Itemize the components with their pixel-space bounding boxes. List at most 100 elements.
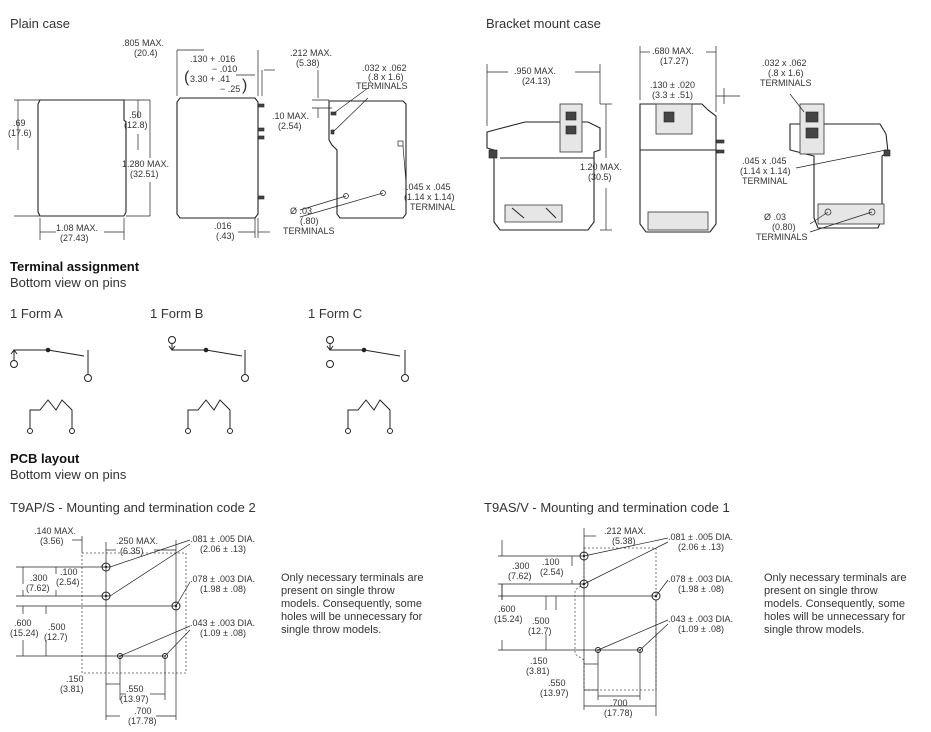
plain-dim-212-mm: (5.38) [296,58,320,68]
pcb-left-dim-550: .550 [126,684,144,694]
pcb-right-dim-700: .700 [610,698,628,708]
form-b-schematic [168,336,249,434]
plain-dim-1280: 1.280 MAX. [122,159,169,169]
t9ap-heading: T9AP/S - Mounting and termination code 2 [10,500,256,515]
bracket-dim-045-mm: (1.14 x 1.14) [740,166,791,176]
form-a-schematic [10,347,92,434]
pcb-right-dim-300: .300 [512,561,530,571]
bracket-dim-03: Ø .03 [764,212,786,222]
plain-dim-1280-mm: (32.51) [130,169,159,179]
pcb-left-dim-600-mm: (15.24) [10,628,39,638]
plain-dim-10: .10 MAX. [272,111,309,121]
plain-case-side-view [176,97,265,219]
pcb-left-dim-078-mm: (1.98 ± .08) [200,584,246,594]
plain-dim-130: .130 + .016 [190,54,235,64]
plain-case-pin-view [328,100,407,219]
bracket-dim-950: .950 MAX. [514,66,556,76]
plain-case-front-view [37,99,127,217]
plain-dim-016-mm: (.43) [216,231,235,241]
pcb-left-dim-081: .081 ± .005 DIA. [190,534,255,544]
plain-dim-10-mm: (2.54) [278,121,302,131]
pcb-left-dim-043-mm: (1.09 ± .08) [200,628,246,638]
pcb-left-dim-300: .300 [30,573,48,583]
pcb-note-left: Only necessary terminals are present on … [281,572,424,636]
plain-dim-108: 1.08 MAX. [56,223,98,233]
pcb-left-dim-081-mm: (2.06 ± .13) [200,544,246,554]
bracket-dim-680: .680 MAX. [652,46,694,56]
pcb-left-dim-600: .600 [14,618,32,628]
plain-dim-045-t: TERMINAL [410,202,456,212]
pcb-right-dim-081-mm: (2.06 ± .13) [678,542,724,552]
paren-close: ) [242,77,247,94]
plain-dim-045-mm: (1.14 x 1.14) [404,192,455,202]
plain-dim-032-t: TERMINALS [356,81,408,91]
plain-case-dimensions [14,49,407,240]
plain-dim-03: Ø .03 [290,206,312,216]
plain-dim-130-d: − .25 [220,84,240,94]
pcb-left-dim-250-mm: (6.35) [120,546,144,556]
pcb-right-dim-081: .081 ± .005 DIA. [668,532,733,542]
bracket-dim-680-mm: (17.27) [660,56,689,66]
bracket-case-dimensions [486,46,887,233]
t9as-heading: T9AS/V - Mounting and termination code 1 [484,500,730,515]
pcb-right-dim-078-mm: (1.98 ± .08) [678,584,724,594]
pcb-left-dim-150-mm: (3.81) [60,684,84,694]
plain-dim-130-b: − .010 [212,64,237,74]
pcb-left-dim-550-mm: (13.97) [120,694,149,704]
pcb-right-dim-500: .500 [532,616,550,626]
bracket-dim-032: .032 x .062 [762,58,807,68]
pcb-left-dim-150: .150 [66,674,84,684]
bracket-dim-03-t: TERMINALS [756,232,808,242]
pcb-layout-subtitle: Bottom view on pins [10,467,127,482]
pcb-left-dim-300-mm: (7.62) [26,583,50,593]
plain-dim-50-mm: (12.8) [124,120,148,130]
pcb-right-dim-500-mm: (12.7) [528,626,552,636]
plain-dim-130-c: 3.30 + .41 [190,74,230,84]
bracket-dim-032-t: TERMINALS [760,78,812,88]
plain-dim-045: .045 x .045 [406,182,451,192]
bracket-dim-032-mm: (.8 x 1.6) [768,68,804,78]
bracket-dim-045: .045 x .045 [742,156,787,166]
pcb-left-dim-140-mm: (3.56) [40,536,64,546]
plain-dim-212: .212 MAX. [290,48,332,58]
pcb-right-dim-700-mm: (17.78) [604,708,633,718]
bracket-dim-120: 1.20 MAX. [580,162,622,172]
bracket-dim-045-t: TERMINAL [742,176,788,186]
form-b-label: 1 Form B [150,306,204,321]
pcb-left-dim-700-mm: (17.78) [128,716,157,726]
pcb-right-drawing [498,528,669,716]
bracket-dim-950-mm: (24.13) [522,76,551,86]
pcb-left-drawing [16,536,191,720]
pcb-left-dim-043: .043 ± .003 DIA. [190,618,255,628]
terminal-assignment-heading: Terminal assignment [10,259,140,274]
form-c-schematic [326,336,409,434]
pcb-right-holes [579,551,661,653]
pcb-left-dim-078: .078 ± .003 DIA. [190,574,255,584]
plain-dim-69: .69 [13,118,26,128]
plain-dim-108-mm: (27.43) [60,233,89,243]
plain-dim-805: .805 MAX. [122,38,164,48]
pcb-right-dim-078: .078 ± .003 DIA. [668,574,733,584]
bracket-dim-130: .130 ± .020 [650,80,695,90]
bracket-case-pin-view [789,103,891,229]
bracket-dim-120-mm: (30.5) [588,172,612,182]
plain-dim-03-t: TERMINALS [283,226,335,236]
paren-open: ( [184,69,190,86]
pcb-left-holes [101,562,181,659]
pcb-left-dim-500: .500 [48,622,66,632]
plain-dim-032-mm: (.8 x 1.6) [368,72,404,82]
pcb-right-dim-043: .043 ± .003 DIA. [668,614,733,624]
plain-dim-03-mm: (.80) [300,216,319,226]
plain-dim-805-mm: (20.4) [134,48,158,58]
pcb-left-dim-250: .250 MAX. [116,536,158,546]
pcb-right-dim-150: .150 [530,656,548,666]
pcb-right-dim-212: .212 MAX. [604,526,646,536]
pcb-right-dim-212-mm: (5.38) [612,536,636,546]
pcb-right-dim-550-mm: (13.97) [540,688,569,698]
form-c-label: 1 Form C [308,306,363,321]
pcb-right-dim-043-mm: (1.09 ± .08) [678,624,724,634]
plain-dim-016: .016 [214,221,232,231]
pcb-right-dim-150-mm: (3.81) [526,666,550,676]
pcb-right-dim-100-mm: (2.54) [540,567,564,577]
pcb-right-dim-100: .100 [542,557,560,567]
